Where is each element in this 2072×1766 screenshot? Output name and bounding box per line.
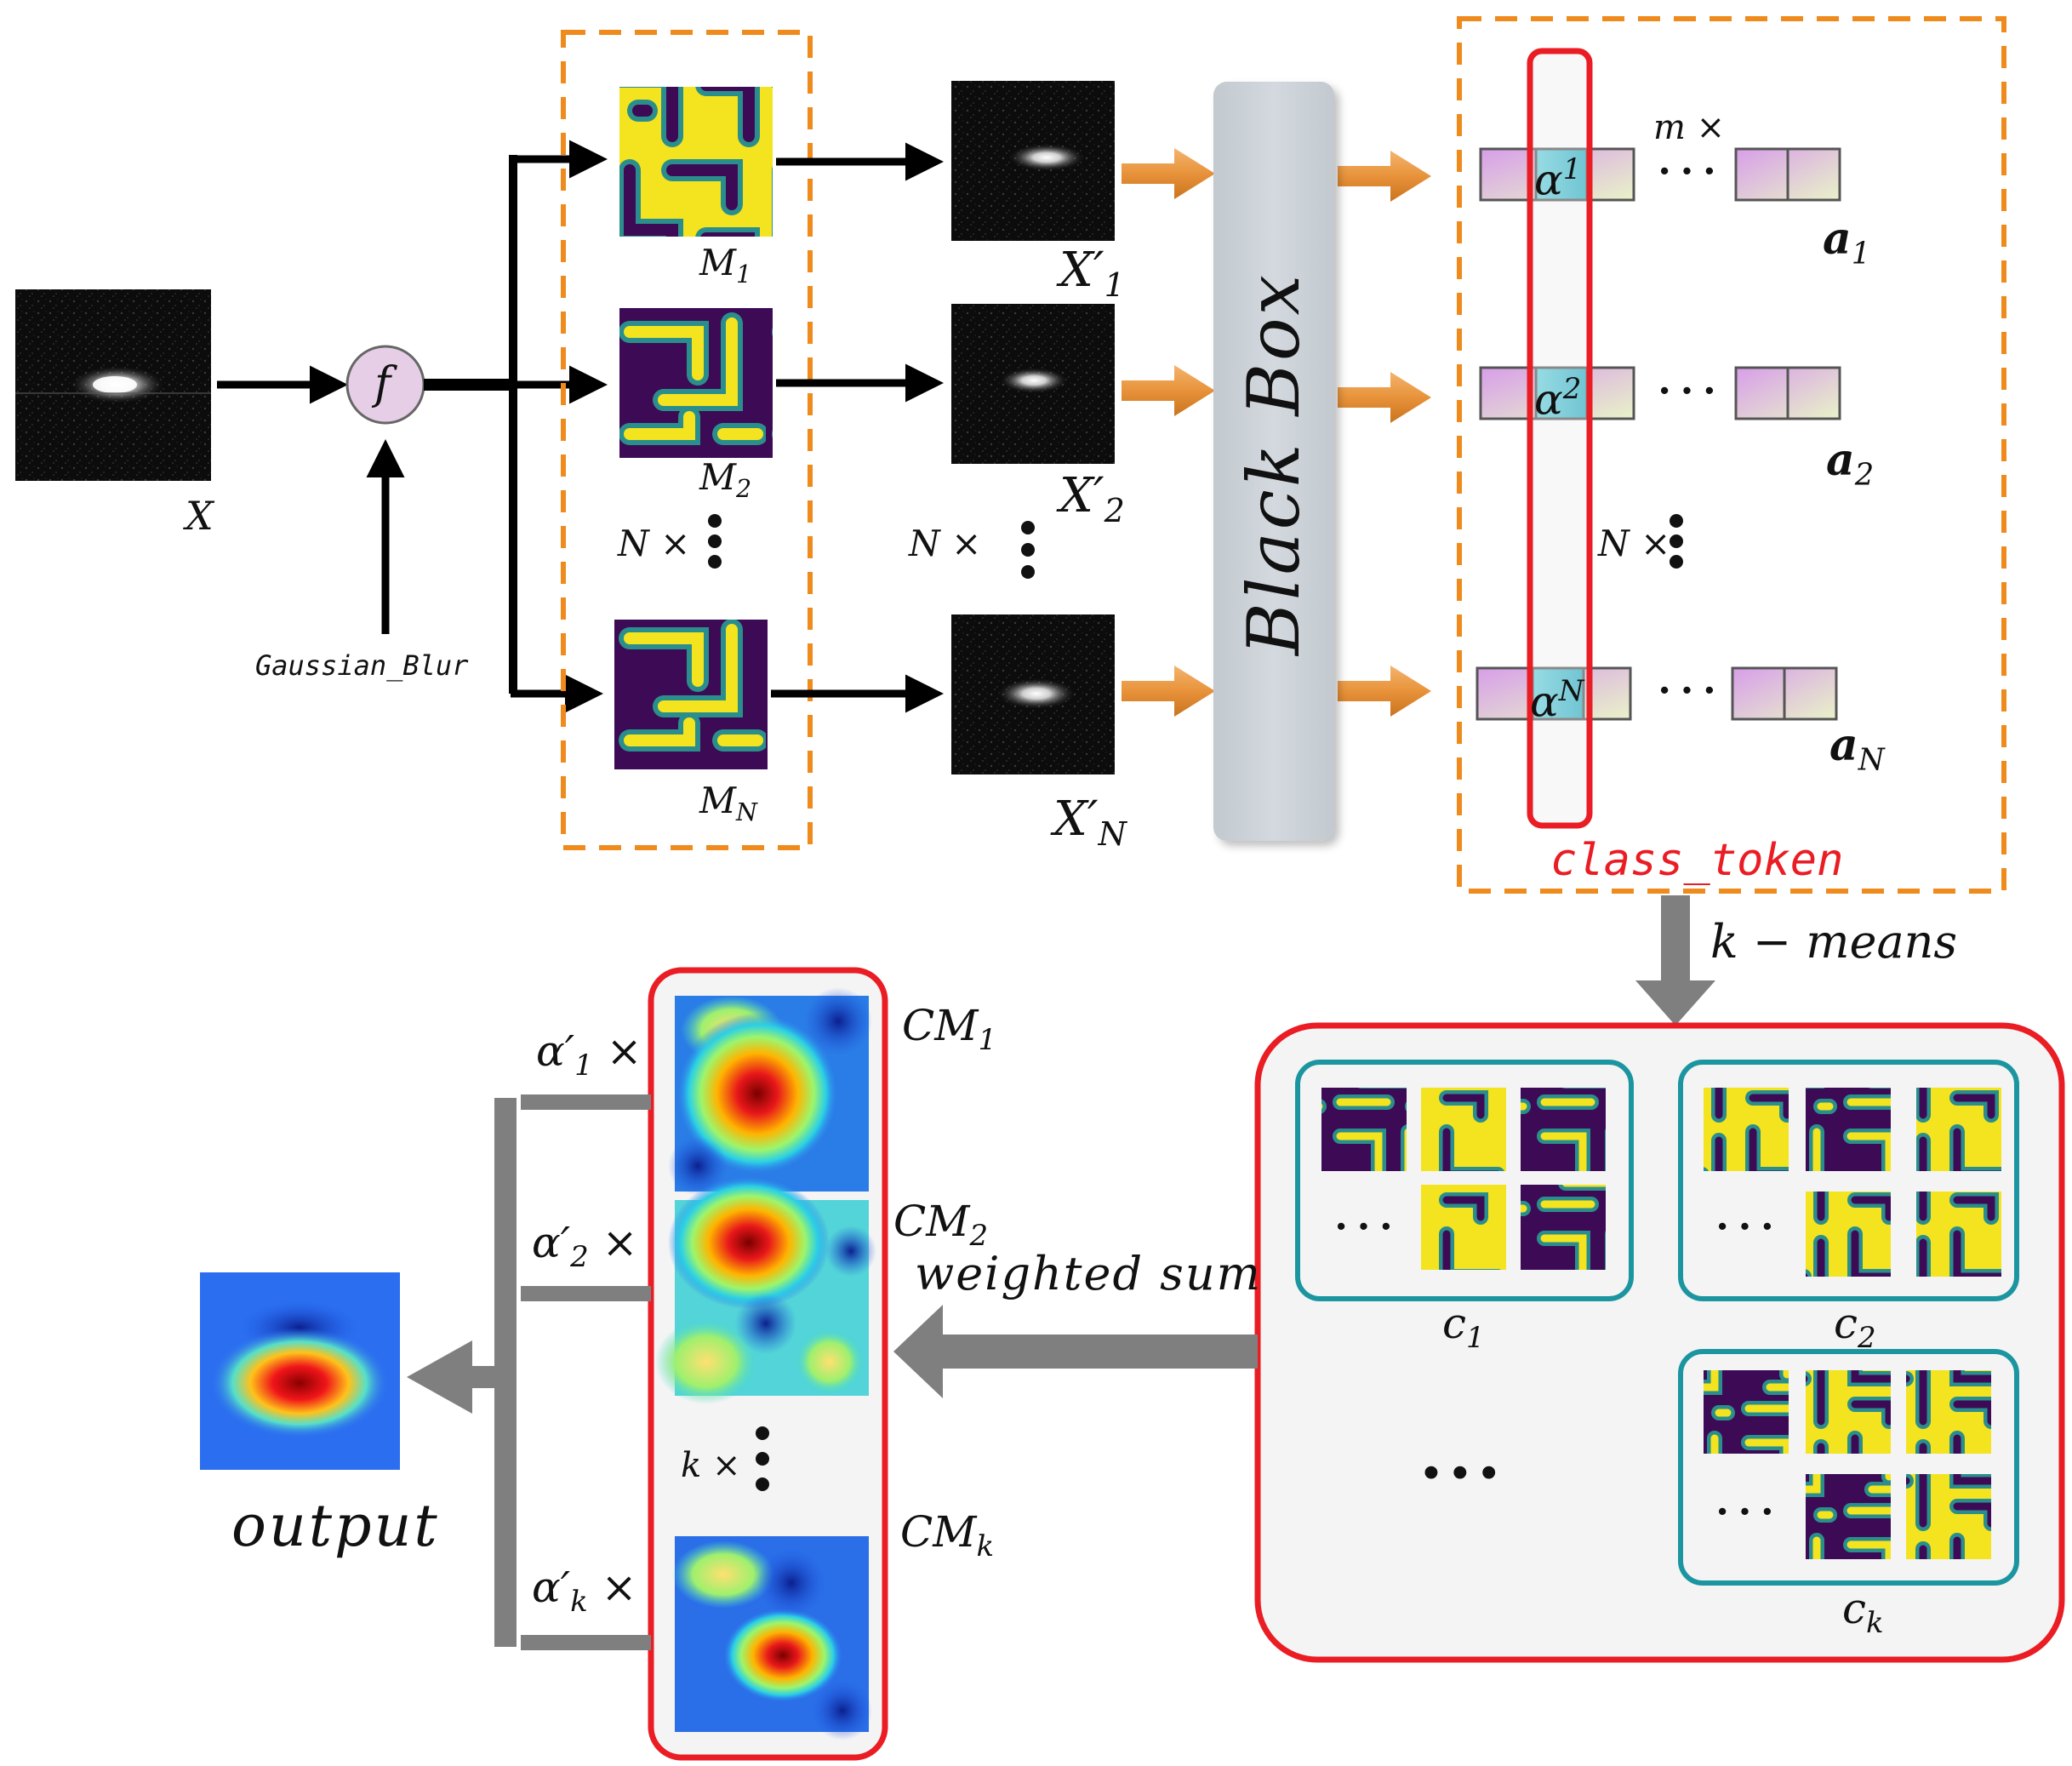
- cluster-ck-dots: ···: [1714, 1481, 1782, 1544]
- function-label: f: [374, 358, 391, 409]
- cam-1-label: CM1: [902, 1001, 997, 1057]
- kmeans-arrow: [1635, 895, 1715, 1026]
- vdots-images-1: [1021, 521, 1035, 534]
- n-times-masks-label: N ×: [618, 523, 691, 564]
- alpha-2-label: α2: [1534, 372, 1582, 425]
- mask-group-box: [561, 30, 813, 850]
- weighted-sum-label: weighted sum: [915, 1247, 1262, 1300]
- black-box: [1213, 82, 1334, 841]
- vector-a1-label: a1: [1823, 213, 1871, 271]
- mask-m1-label: M1: [699, 242, 752, 289]
- cluster-c1: [1295, 1060, 1634, 1301]
- mask-m2: [619, 308, 773, 458]
- vdots-tokens-3: [1670, 555, 1683, 569]
- k-times-label: k ×: [681, 1446, 741, 1485]
- kmeans-label: k − means: [1710, 915, 1958, 969]
- vdots-images-2: [1021, 543, 1035, 557]
- masked-image-x1: [951, 81, 1115, 241]
- cluster-c1-dots: ···: [1333, 1196, 1401, 1259]
- output-arrow: [407, 1340, 472, 1414]
- cluster-c2-dots: ···: [1714, 1196, 1782, 1259]
- n-times-images-label: N ×: [909, 523, 982, 564]
- output-label: output: [231, 1493, 440, 1560]
- image-x1-label: X′1: [1059, 243, 1125, 305]
- vdots-masks-3: [708, 555, 722, 569]
- m-times-label: m ×: [1653, 108, 1726, 147]
- orange-arrows-in: [1122, 148, 1215, 717]
- token-row-n-dots: ···: [1656, 660, 1724, 723]
- token-group-box: [1457, 16, 2006, 894]
- masked-image-x2: [951, 304, 1115, 464]
- alpha-n-label: αN: [1530, 674, 1584, 727]
- cluster-c1-label: c1: [1442, 1299, 1485, 1355]
- image-x2-label: X′2: [1059, 468, 1125, 530]
- token-row-2-dots: ···: [1656, 360, 1724, 423]
- vdots-images-3: [1021, 565, 1035, 579]
- cluster-c2-label: c2: [1834, 1299, 1876, 1355]
- black-box-label: Black Box: [1232, 272, 1316, 655]
- vdots-masks-2: [708, 534, 722, 548]
- vdots-tokens-2: [1670, 534, 1683, 548]
- token-row-1-dots: ···: [1656, 140, 1724, 203]
- orange-arrows-out: [1338, 151, 1431, 717]
- mask-mn-label: MN: [699, 780, 757, 827]
- vdots-masks-1: [708, 514, 722, 528]
- weight-1-label: α′1 ×: [536, 1026, 642, 1083]
- input-label: X: [186, 493, 214, 539]
- weighted-sum-arrow: [893, 1305, 1258, 1398]
- input-image: [15, 289, 211, 481]
- weight-k-label: α′k ×: [532, 1563, 637, 1619]
- class-token-label: class_token: [1550, 835, 1844, 886]
- weight-2-label: α′2 ×: [532, 1218, 638, 1274]
- vdots-cams-3: [756, 1477, 769, 1491]
- cam-k-label: CMk: [900, 1507, 995, 1563]
- cam-map-1: [668, 987, 872, 1196]
- cluster-ck: [1678, 1349, 2019, 1586]
- image-xn-label: X′N: [1053, 792, 1127, 854]
- class-token-column: [1527, 48, 1593, 829]
- vdots-tokens-1: [1670, 514, 1683, 528]
- cam-map-k: [672, 1536, 872, 1740]
- vector-a2-label: a2: [1826, 434, 1875, 493]
- gaussian-label: Gaussian_Blur: [255, 649, 469, 682]
- vdots-cams-2: [756, 1452, 769, 1466]
- mask-mn: [614, 620, 768, 769]
- mask-m1: [619, 87, 773, 237]
- mask-m2-label: M2: [699, 456, 752, 504]
- n-times-tokens-label: N ×: [1598, 523, 1671, 564]
- token-row-n: [1476, 666, 1838, 721]
- vdots-cams-1: [756, 1426, 769, 1440]
- cluster-ck-label: ck: [1842, 1584, 1884, 1640]
- output-map: [200, 1272, 400, 1470]
- token-row-2: [1479, 366, 1841, 420]
- alpha-1-label: α1: [1534, 152, 1582, 205]
- more-clusters-dots: ···: [1419, 1432, 1506, 1512]
- masked-image-xn: [951, 614, 1115, 774]
- cam-map-2: [655, 1176, 876, 1404]
- combine-bus: [468, 1094, 651, 1650]
- cam-2-label: CM2: [893, 1197, 989, 1253]
- vector-an-label: aN: [1829, 719, 1885, 778]
- token-row-1: [1479, 147, 1841, 202]
- cluster-c2: [1678, 1060, 2019, 1301]
